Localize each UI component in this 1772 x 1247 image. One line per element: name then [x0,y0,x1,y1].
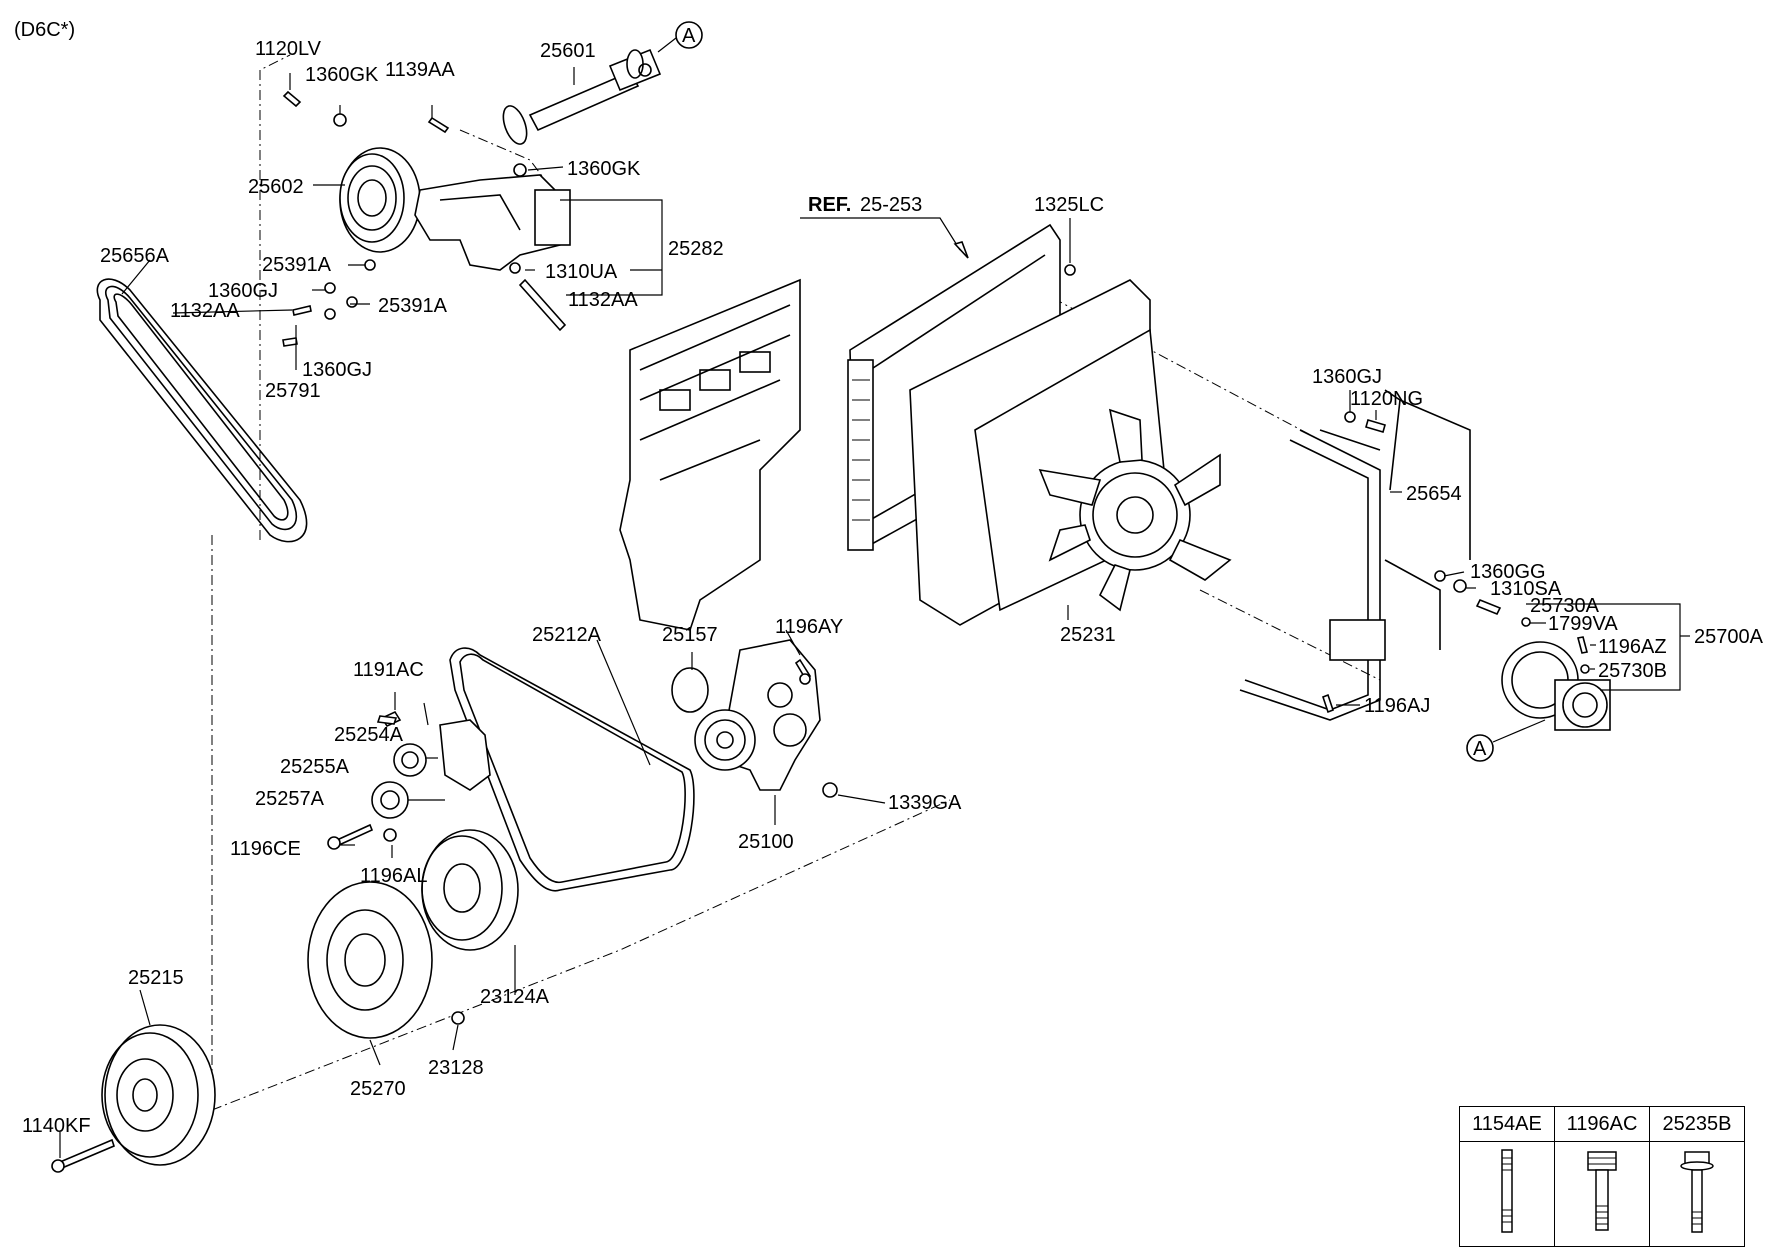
engine-block [619,278,801,631]
label-25791: 25791 [265,380,321,402]
hex-bolt-icon [1554,1141,1650,1247]
legend-col-3: 25235B [1649,1106,1745,1142]
label-25255A: 25255A [280,756,350,778]
label-1120NG: 1120NG [1350,388,1423,410]
ref-number: 25-253 [860,194,922,216]
label-1196AJ: 1196AJ [1364,695,1430,717]
legend-image-row [1459,1141,1745,1247]
legend-header-row: 1154AE 1196AC 25235B [1459,1106,1745,1142]
fan-bracket [414,174,571,271]
part-labels: 1120LV 1360GK 1139AA 25601 1360GK 25602 … [22,38,1764,1137]
label-1360GK-upper: 1360GK [305,64,379,86]
pump-gasket [671,667,709,713]
stud-bolt-icon [1459,1141,1555,1247]
marker-a-bottom: A [1466,719,1546,762]
label-25391A-upper: 25391A [262,254,332,276]
label-1139AA: 1139AA [385,59,455,81]
label-25601: 25601 [540,40,596,62]
flange-bolt-icon [1649,1141,1745,1247]
label-1191AC: 1191AC [353,659,424,681]
svg-text:A: A [1473,738,1487,760]
upper-fasteners [282,90,567,347]
exploded-parts-diagram: (D6C*) [14,19,1764,1173]
legend-col-2: 1196AC [1554,1106,1650,1142]
label-25282: 25282 [668,238,724,260]
label-1310UA: 1310UA [545,261,618,283]
label-1360GJ-right: 1360GJ [1312,366,1382,388]
label-1120LV: 1120LV [255,38,322,60]
shroud-bracket-pipe [1239,389,1471,721]
label-25257A: 25257A [255,788,325,810]
vibration-damper [307,881,433,1039]
belt-tensioner [327,710,491,850]
label-25215: 25215 [128,967,184,989]
label-25212A: 25212A [532,624,602,646]
propeller-shaft [502,48,662,145]
svg-text:A: A [682,25,696,47]
label-1196AY: 1196AY [775,616,843,638]
crank-pulley [421,829,519,1025]
cooling-fan [1038,408,1232,612]
label-25654: 25654 [1406,483,1462,505]
legend-col-1: 1154AE [1459,1106,1555,1142]
label-1360GJ-left: 1360GJ [208,280,278,302]
crankshaft-pulley [51,1024,216,1173]
label-25391A-lower: 25391A [378,295,448,317]
label-1360GJ-lower: 1360GJ [302,359,372,381]
fan-clutch [1501,641,1611,731]
marker-a-top: A [657,21,703,53]
alternator-belt [96,278,308,543]
label-1360GK-lower: 1360GK [567,158,641,180]
label-25730B: 25730B [1598,660,1667,682]
label-1310SA: 1310SA [1490,578,1562,600]
label-25100: 25100 [738,831,794,853]
label-1360GG: 1360GG [1470,561,1546,583]
label-1196AL: 1196AL [360,865,427,887]
label-1132AA-left: 1132AA [170,300,240,322]
label-25157: 25157 [662,624,718,646]
leader-lines [59,67,1690,1158]
label-25270: 25270 [350,1078,406,1100]
drive-belt [449,647,695,892]
label-1325LC: 1325LC [1034,194,1104,216]
label-1799VA: 1799VA [1548,613,1618,635]
label-23128: 23128 [428,1057,484,1079]
water-pump [694,639,821,791]
label-1132AA-right: 1132AA [568,289,638,311]
label-1140KF: 1140KF [22,1115,91,1137]
label-23124A: 23124A [480,986,550,1008]
label-25700A: 25700A [1694,626,1764,648]
label-25602: 25602 [248,176,304,198]
pump-fasteners [794,658,838,798]
fastener-legend: 1154AE 1196AC 25235B [1459,1106,1745,1247]
label-25231: 25231 [1060,624,1116,646]
label-25254A: 25254A [334,724,404,746]
label-25730A: 25730A [1530,595,1600,617]
label-25656A: 25656A [100,245,170,267]
ref-prefix: REF. [808,194,851,216]
variant-code: (D6C*) [14,19,75,41]
reference-callout: REF. 25-253 [800,194,969,259]
label-1196CE: 1196CE [230,838,301,860]
right-fasteners [1064,264,1590,714]
label-1196AZ: 1196AZ [1598,636,1667,658]
label-1339GA: 1339GA [888,792,962,814]
fan-pulley [339,147,421,253]
